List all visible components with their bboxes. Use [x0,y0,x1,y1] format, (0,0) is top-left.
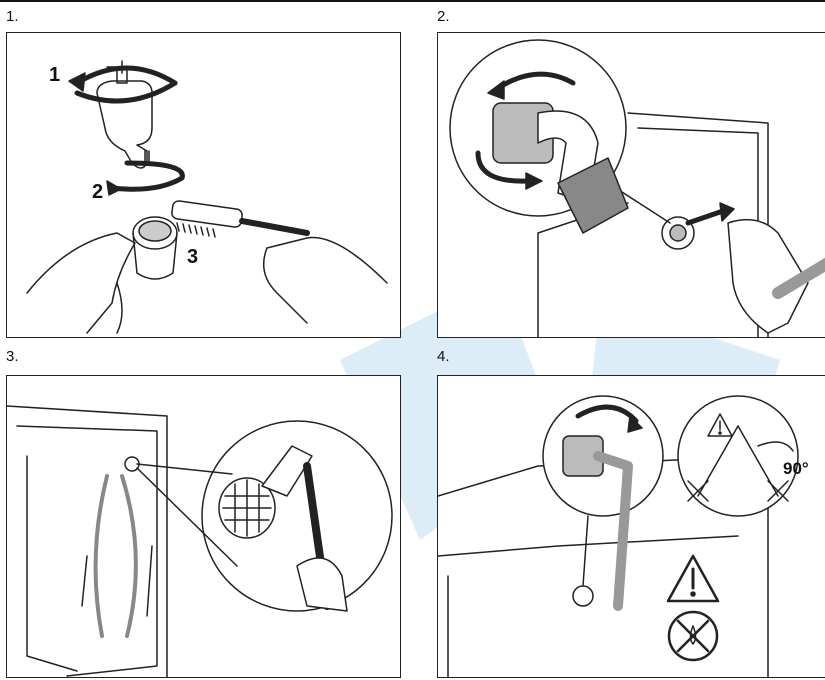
step-number-1: 1. [6,8,19,25]
arrow-head [69,73,85,91]
angle-label-90: 90° [783,459,809,478]
step-1-illustration: 1 2 3 [7,33,401,338]
filter-icon [133,217,177,279]
step-3-panel [6,375,401,678]
callout-2: 2 [92,181,103,203]
callout-3: 3 [187,246,198,268]
step-4-panel: 90° [437,375,825,678]
step-number-3: 3. [6,348,19,365]
tap-icon [97,61,152,168]
step-number-4: 4. [437,348,450,365]
step-4-illustration: 90° [438,376,825,678]
callout-1: 1 [49,64,60,86]
step-2-panel [437,32,825,338]
warning-icon [668,556,718,601]
no-water-icon [669,612,717,660]
step-1-panel: 1 2 3 [6,32,401,338]
hose-connector-icon [563,436,628,606]
arrow-head [107,181,121,195]
brush-icon [171,200,307,237]
washer-back-icon [7,406,167,678]
arrow-head [720,203,734,221]
top-rule [0,0,825,2]
step-number-2: 2. [437,8,450,25]
step-2-illustration [438,33,825,338]
hand-icon [27,233,387,333]
hand-icon [728,220,825,333]
step-3-illustration [7,376,401,678]
